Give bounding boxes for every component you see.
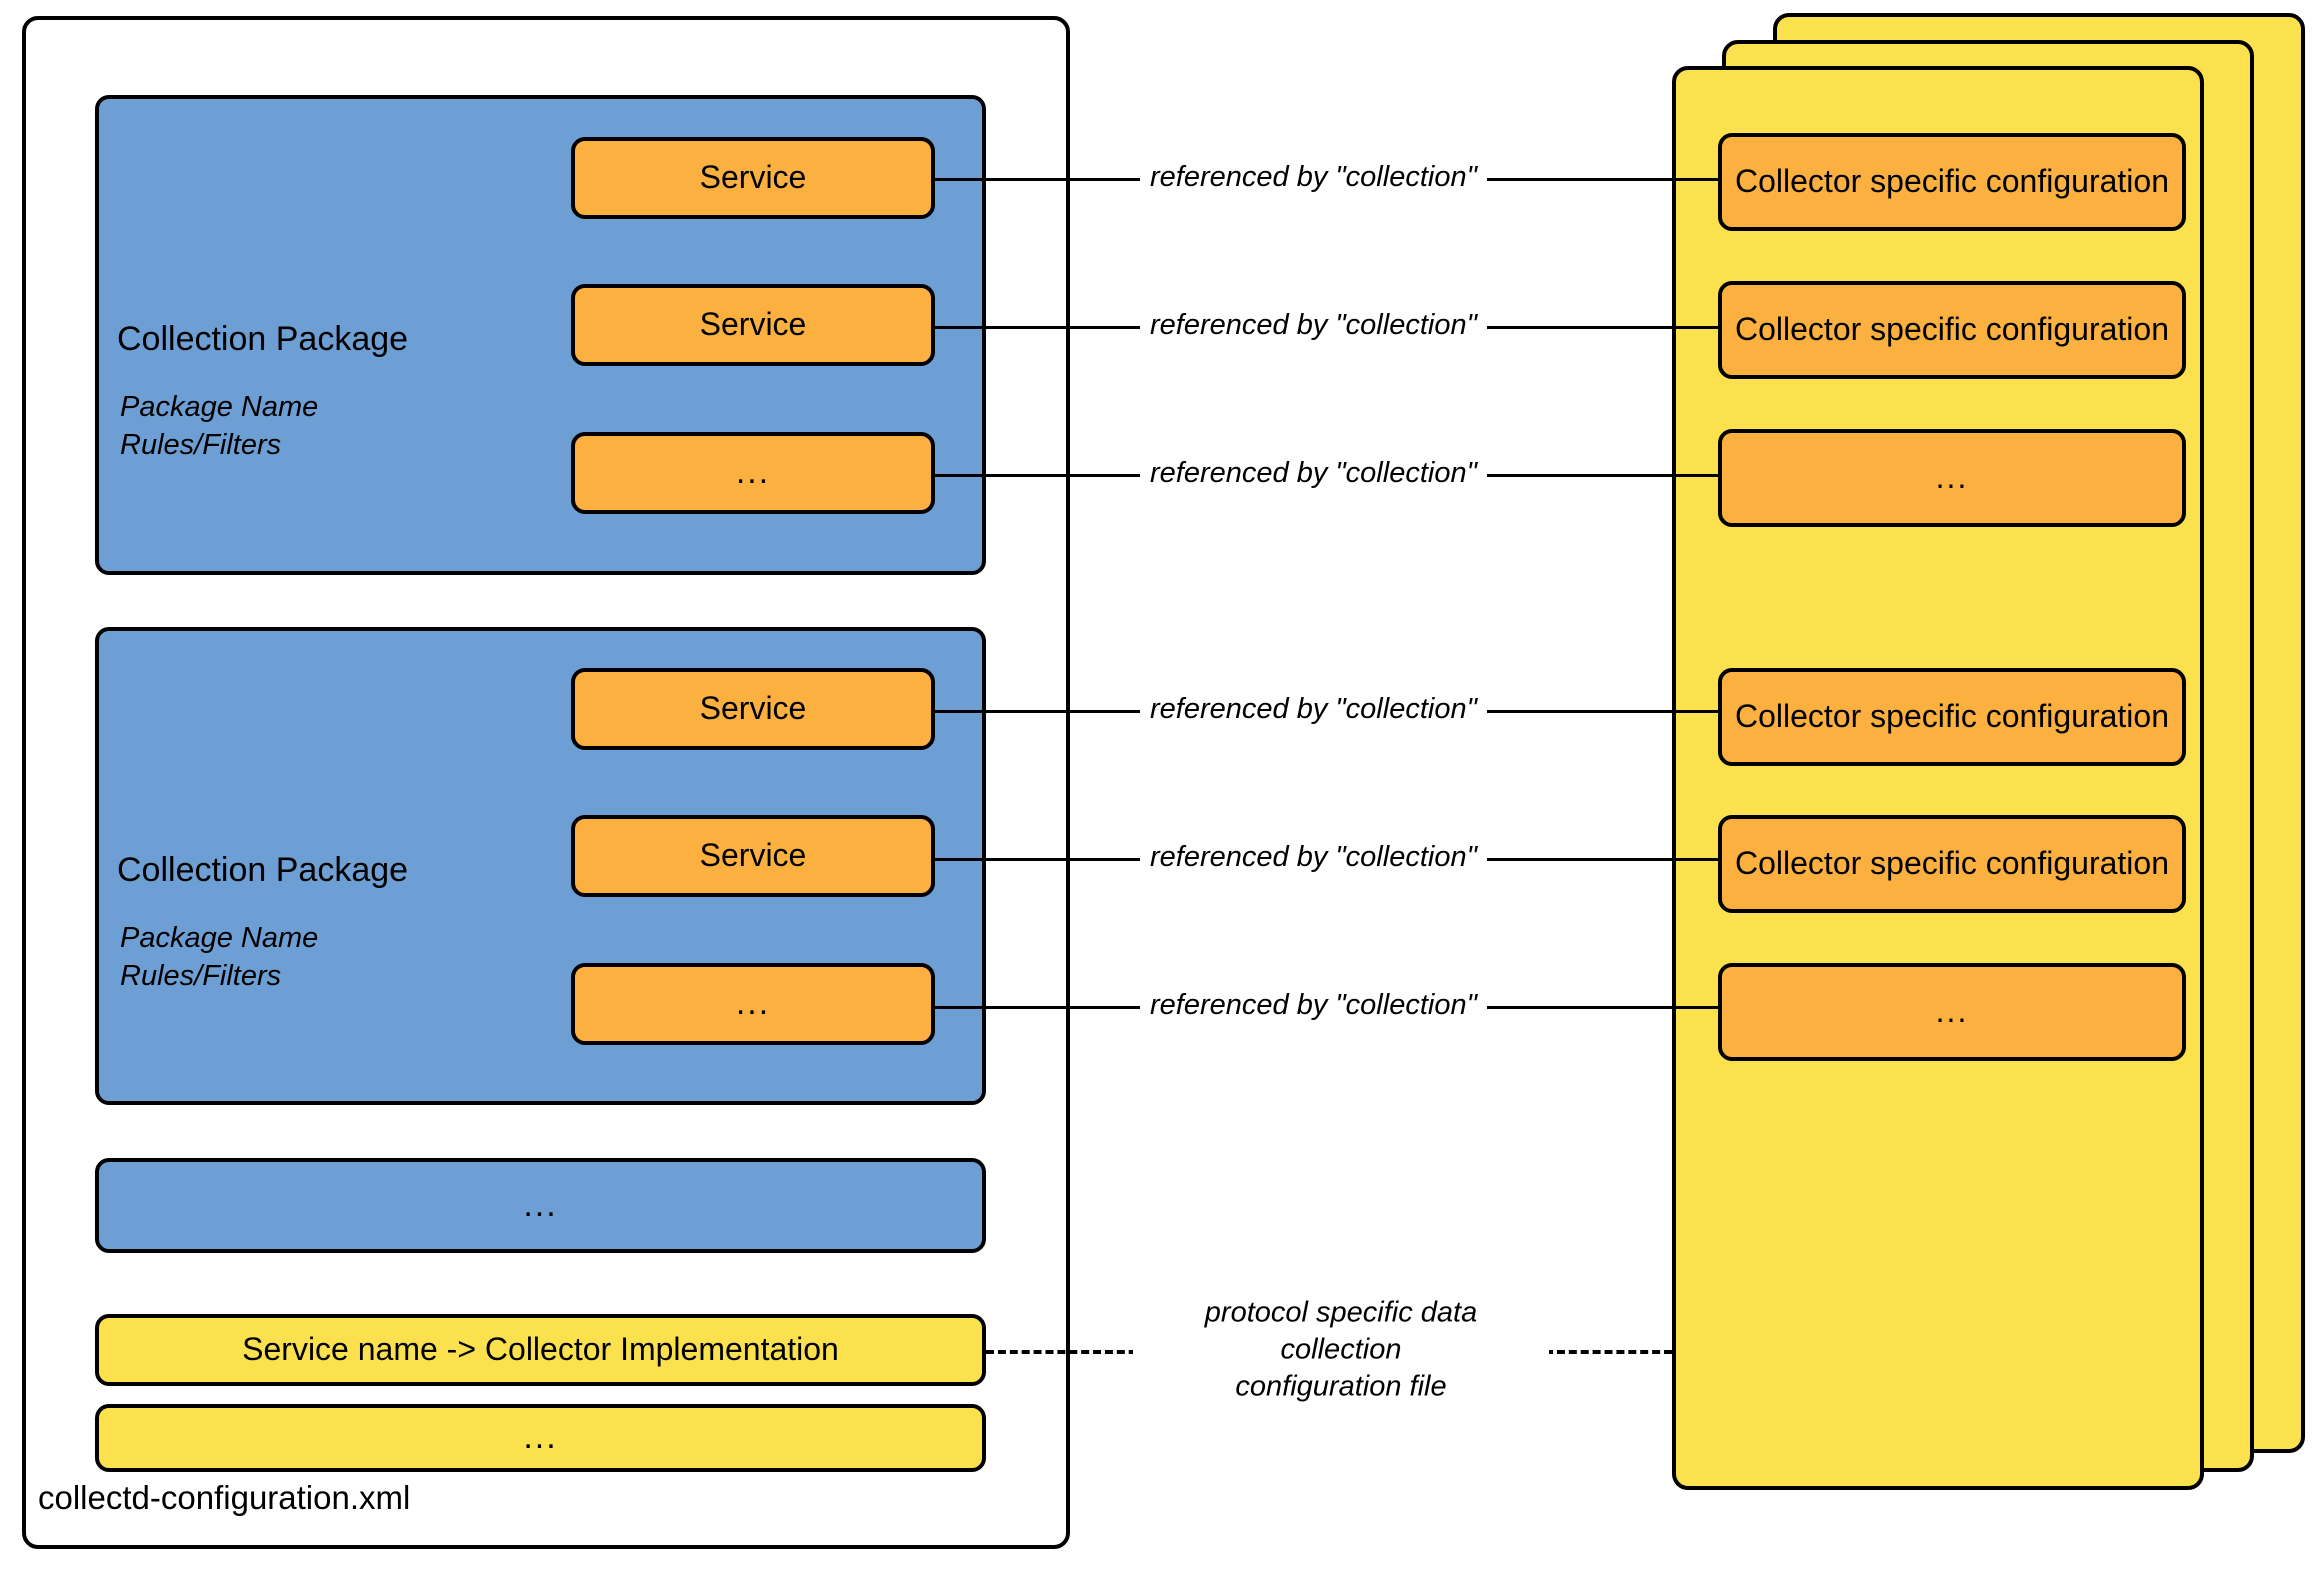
rules-filters-label: Rules/Filters: [120, 960, 282, 993]
collector-config-chip-more[interactable]: ...: [1718, 963, 2186, 1061]
file-name-label: collectd-configuration.xml: [38, 1479, 411, 1516]
collector-config-label: ...: [1935, 459, 1969, 496]
service-chip[interactable]: Service: [571, 137, 935, 219]
connector-label-referenced-by: referenced by "collection": [1140, 839, 1487, 877]
service-label: Service: [699, 159, 807, 196]
service-label: Service: [699, 837, 807, 874]
collector-config-label: Collector specific configuration: [1735, 698, 2169, 735]
connector-label-referenced-by: referenced by "collection": [1140, 987, 1487, 1025]
collector-config-label: Collector specific configuration: [1735, 163, 2169, 200]
service-chip[interactable]: Service: [571, 284, 935, 366]
service-label: Service: [699, 690, 807, 727]
rules-filters-label: Rules/Filters: [120, 429, 282, 462]
connector-label-referenced-by: referenced by "collection": [1140, 691, 1487, 729]
service-chip-more[interactable]: ...: [571, 432, 935, 514]
service-chip[interactable]: Service: [571, 815, 935, 897]
package-name-label: Package Name: [120, 922, 319, 954]
collector-config-label: ...: [1935, 993, 1969, 1030]
more-mappings-label: ...: [523, 1418, 558, 1457]
protocol-label-line-1: protocol specific data collection: [1204, 1296, 1478, 1366]
collector-config-chip-more[interactable]: ...: [1718, 429, 2186, 527]
collector-config-chip[interactable]: Collector specific configuration: [1718, 133, 2186, 231]
collection-package-subtitle: Package Name Rules/Filters: [120, 919, 318, 996]
service-collector-mapping-bar[interactable]: Service name -> Collector Implementation: [95, 1314, 986, 1386]
collector-config-chip[interactable]: Collector specific configuration: [1718, 815, 2186, 913]
service-chip[interactable]: Service: [571, 668, 935, 750]
service-chip-more[interactable]: ...: [571, 963, 935, 1045]
package-name-label: Package Name: [120, 391, 319, 423]
collector-config-chip[interactable]: Collector specific configuration: [1718, 281, 2186, 379]
service-collector-mapping-label: Service name -> Collector Implementation: [242, 1331, 839, 1368]
connector-label-referenced-by: referenced by "collection": [1140, 307, 1487, 345]
protocol-label-line-2: configuration file: [1235, 1370, 1447, 1403]
connector-label-referenced-by: referenced by "collection": [1140, 159, 1487, 197]
connector-label-referenced-by: referenced by "collection": [1140, 455, 1487, 493]
service-label: ...: [735, 453, 771, 492]
more-packages-bar[interactable]: ...: [95, 1158, 986, 1253]
collector-config-label: Collector specific configuration: [1735, 845, 2169, 882]
more-mappings-bar[interactable]: ...: [95, 1404, 986, 1472]
collector-config-chip[interactable]: Collector specific configuration: [1718, 668, 2186, 766]
more-packages-label: ...: [523, 1185, 558, 1224]
protocol-connector-label: protocol specific data collection config…: [1133, 1294, 1549, 1406]
service-label: ...: [735, 984, 771, 1023]
collection-package-title: Collection Package: [117, 851, 409, 889]
collector-config-file-card-front: [1672, 66, 2204, 1490]
collector-config-label: Collector specific configuration: [1735, 311, 2169, 348]
service-label: Service: [699, 306, 807, 343]
collection-package-title: Collection Package: [117, 320, 409, 358]
collection-package-subtitle: Package Name Rules/Filters: [120, 388, 318, 465]
